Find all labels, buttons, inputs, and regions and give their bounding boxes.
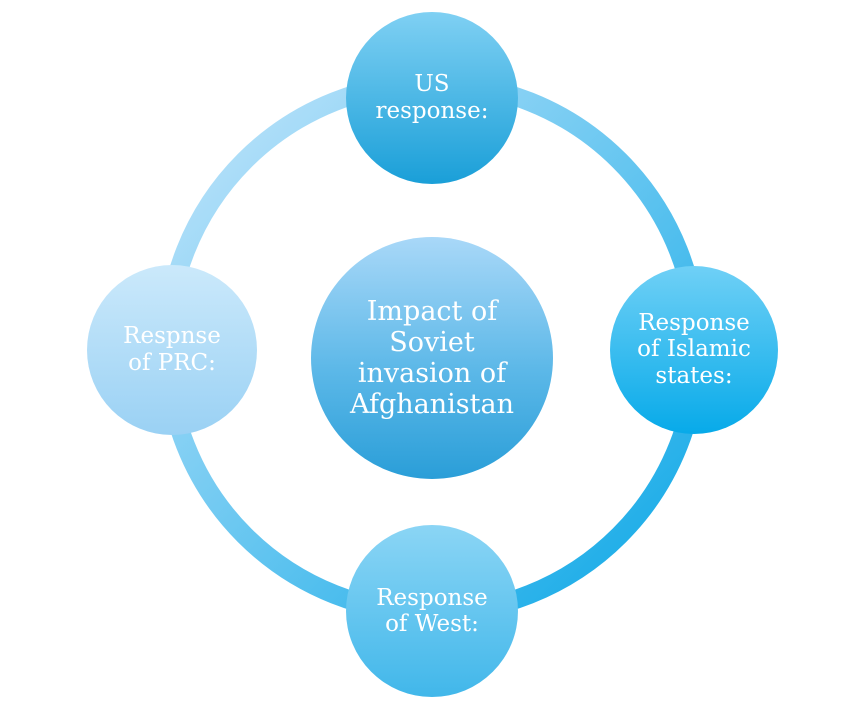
node-west-response	[346, 525, 518, 697]
node-us-response	[346, 12, 518, 184]
center-node	[311, 237, 553, 479]
prc-response-label: Respnse of PRC:	[123, 323, 221, 376]
us-response-label: US response:	[375, 71, 489, 124]
node-islamic-states-response	[610, 266, 778, 434]
center-node-label: Impact of Soviet invasion of Afghanistan	[349, 295, 514, 421]
node-prc-response	[87, 265, 257, 435]
west-response-label: Response of West:	[376, 584, 488, 637]
islamic-states-response-label: Response of Islamic states:	[637, 309, 751, 389]
